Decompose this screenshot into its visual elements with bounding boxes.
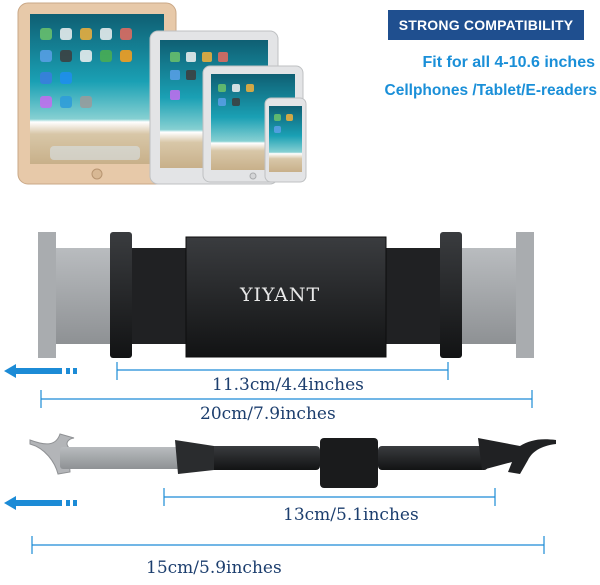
left-arrow-icon	[4, 364, 77, 378]
holder-min-label: 11.3cm/4.4inches	[212, 375, 364, 395]
holder-max-label: 20cm/7.9inches	[200, 404, 336, 424]
phone	[264, 97, 307, 183]
device-types-text: Cellphones /Tablet/E-readers	[384, 82, 597, 99]
rod-illustration	[29, 433, 556, 488]
dimension-lines	[31, 362, 545, 554]
brand-logo: YIYANT	[240, 284, 321, 306]
left-arrow-icon	[4, 496, 77, 510]
holder-extended-ghost	[38, 232, 534, 358]
tablet-large	[17, 2, 177, 185]
compatibility-badge: STRONG COMPATIBILITY	[388, 10, 584, 40]
holder-body	[110, 232, 462, 358]
size-range-text: Fit for all 4-10.6 inches	[422, 54, 596, 71]
rod-min-label: 13cm/5.1inches	[283, 505, 419, 525]
rod-max-label: 15cm/5.9inches	[146, 558, 282, 578]
